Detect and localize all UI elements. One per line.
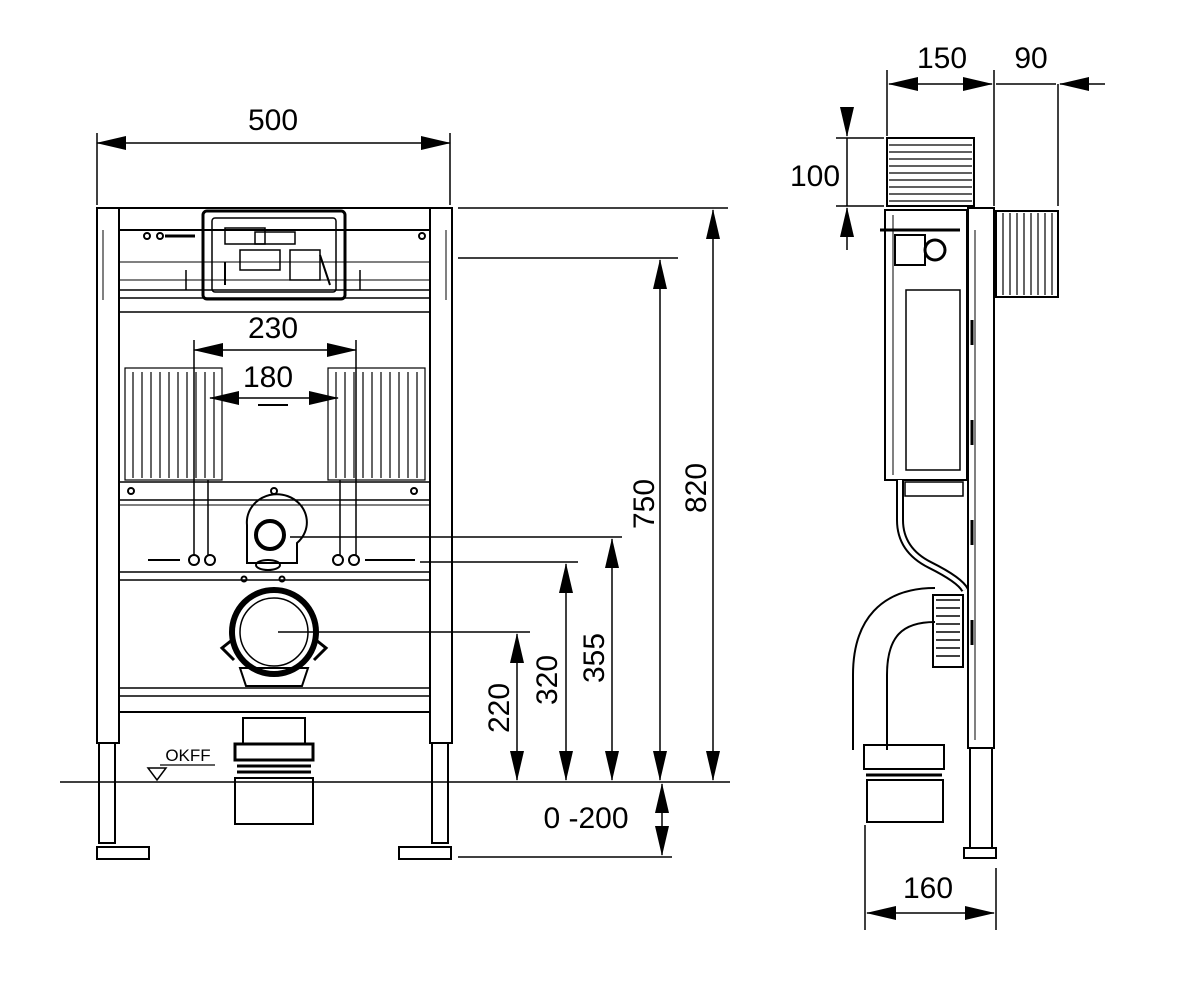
label-0-200: 0 -200	[543, 802, 628, 835]
front-dimensions	[193, 207, 728, 858]
label-820: 820	[680, 463, 713, 513]
label-90: 90	[1014, 42, 1047, 75]
side-dimensions	[836, 70, 1105, 930]
label-355: 355	[578, 633, 611, 683]
left-insulation	[124, 367, 223, 481]
side-view	[852, 137, 1059, 859]
side-cistern	[884, 209, 968, 481]
label-okff: OKFF	[165, 746, 210, 765]
left-post	[96, 207, 120, 744]
label-230: 230	[248, 312, 298, 345]
label-150: 150	[917, 42, 967, 75]
right-insulation	[327, 367, 426, 481]
label-750: 750	[628, 479, 661, 529]
label-500: 500	[248, 104, 298, 137]
label-100: 100	[790, 160, 840, 193]
side-post	[967, 207, 995, 749]
front-view	[60, 133, 730, 860]
flush-box	[201, 209, 347, 301]
label-220: 220	[483, 683, 516, 733]
water-inlet	[245, 493, 308, 564]
side-cistern-insulation	[886, 137, 975, 207]
label-180: 180	[243, 361, 293, 394]
label-320: 320	[531, 655, 564, 705]
label-160: 160	[903, 872, 953, 905]
right-post	[429, 207, 453, 744]
